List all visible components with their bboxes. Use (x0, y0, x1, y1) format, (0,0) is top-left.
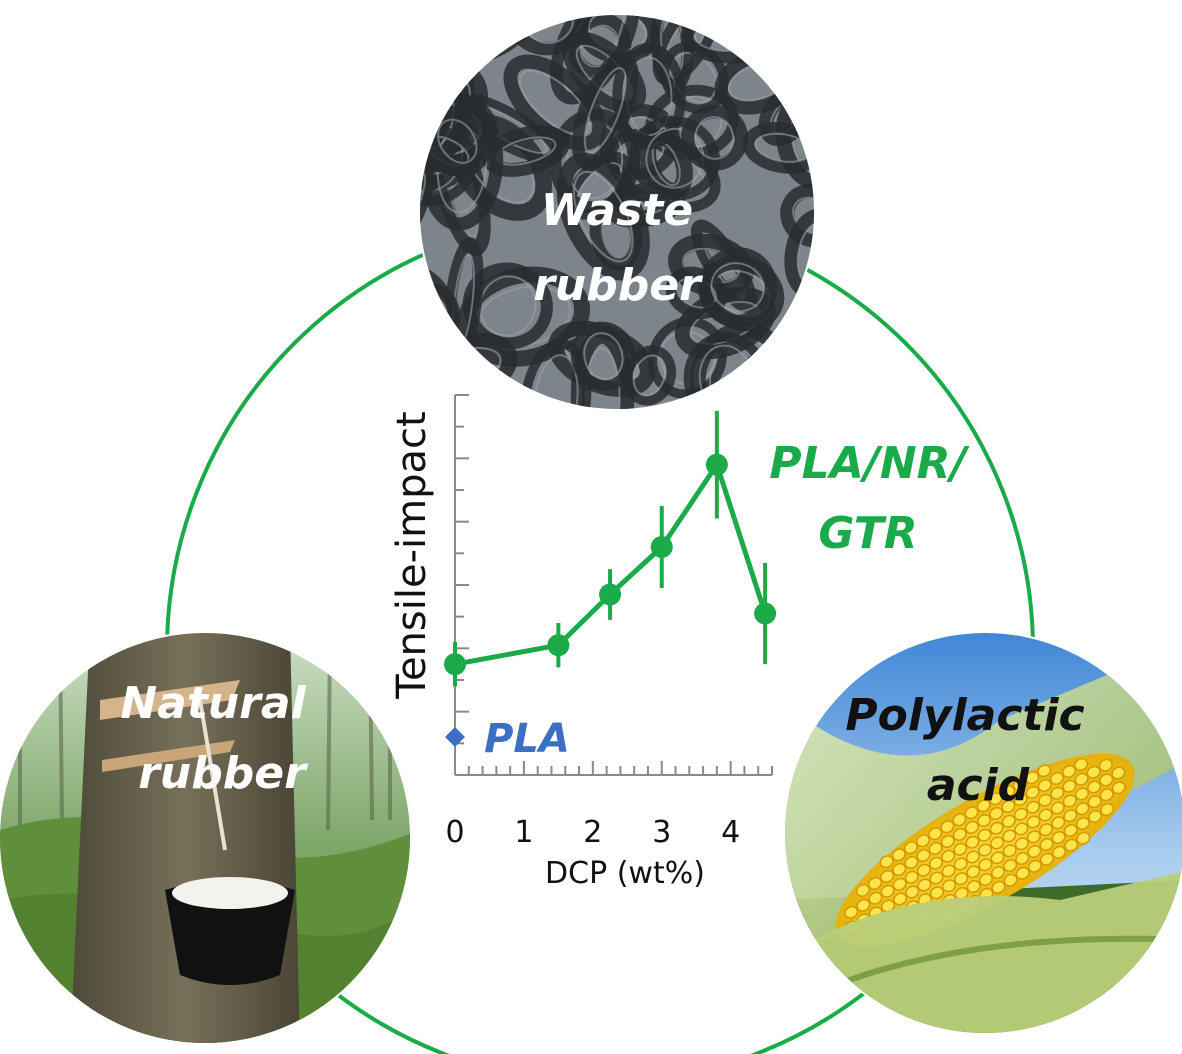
data-point-pla-nr-gtr (599, 583, 622, 606)
series-label-pla: PLA (484, 716, 570, 762)
x-axis-label: DCP (wt%) (545, 856, 705, 891)
waste-label-line1: Waste (541, 185, 693, 236)
data-point-pla-nr-gtr (650, 536, 673, 558)
x-tick-label: 0 (445, 815, 464, 850)
data-point-pla (445, 727, 465, 747)
polylactic-acid-photo: Polylactic acid (783, 631, 1182, 1035)
y-axis-label: Tensile-impact (389, 411, 435, 699)
waste-rubber-photo: Waste rubber (418, 13, 816, 411)
pla-source-label-line2: acid (927, 760, 1030, 811)
natural-label-line2: rubber (138, 748, 308, 799)
dcp-tensile-impact-chart: 0 1 2 3 4 Tensile-impact DCP (wt%) PLA/NR/ G… (389, 394, 971, 891)
x-tick-label: 1 (514, 815, 533, 850)
series-line-pla-nr-gtr (454, 462, 768, 667)
data-point-pla-nr-gtr (444, 653, 466, 676)
x-tick-label: 3 (652, 815, 671, 850)
waste-label-line2: rubber (533, 260, 703, 311)
series-label-pla-nr-gtr-line1: PLA/NR/ (769, 438, 970, 489)
pla-source-label-line1: Polylactic (845, 690, 1084, 741)
data-point-pla-nr-gtr (547, 634, 570, 657)
series-label-pla-nr-gtr-line2: GTR (818, 508, 917, 559)
x-tick-label: 2 (583, 815, 602, 850)
natural-label-line1: Natural (120, 678, 306, 729)
x-tick-label: 4 (721, 815, 740, 850)
natural-rubber-photo: Natural rubber (0, 631, 412, 1045)
data-point-pla-nr-gtr (705, 453, 728, 476)
data-point-pla-nr-gtr (754, 602, 777, 625)
